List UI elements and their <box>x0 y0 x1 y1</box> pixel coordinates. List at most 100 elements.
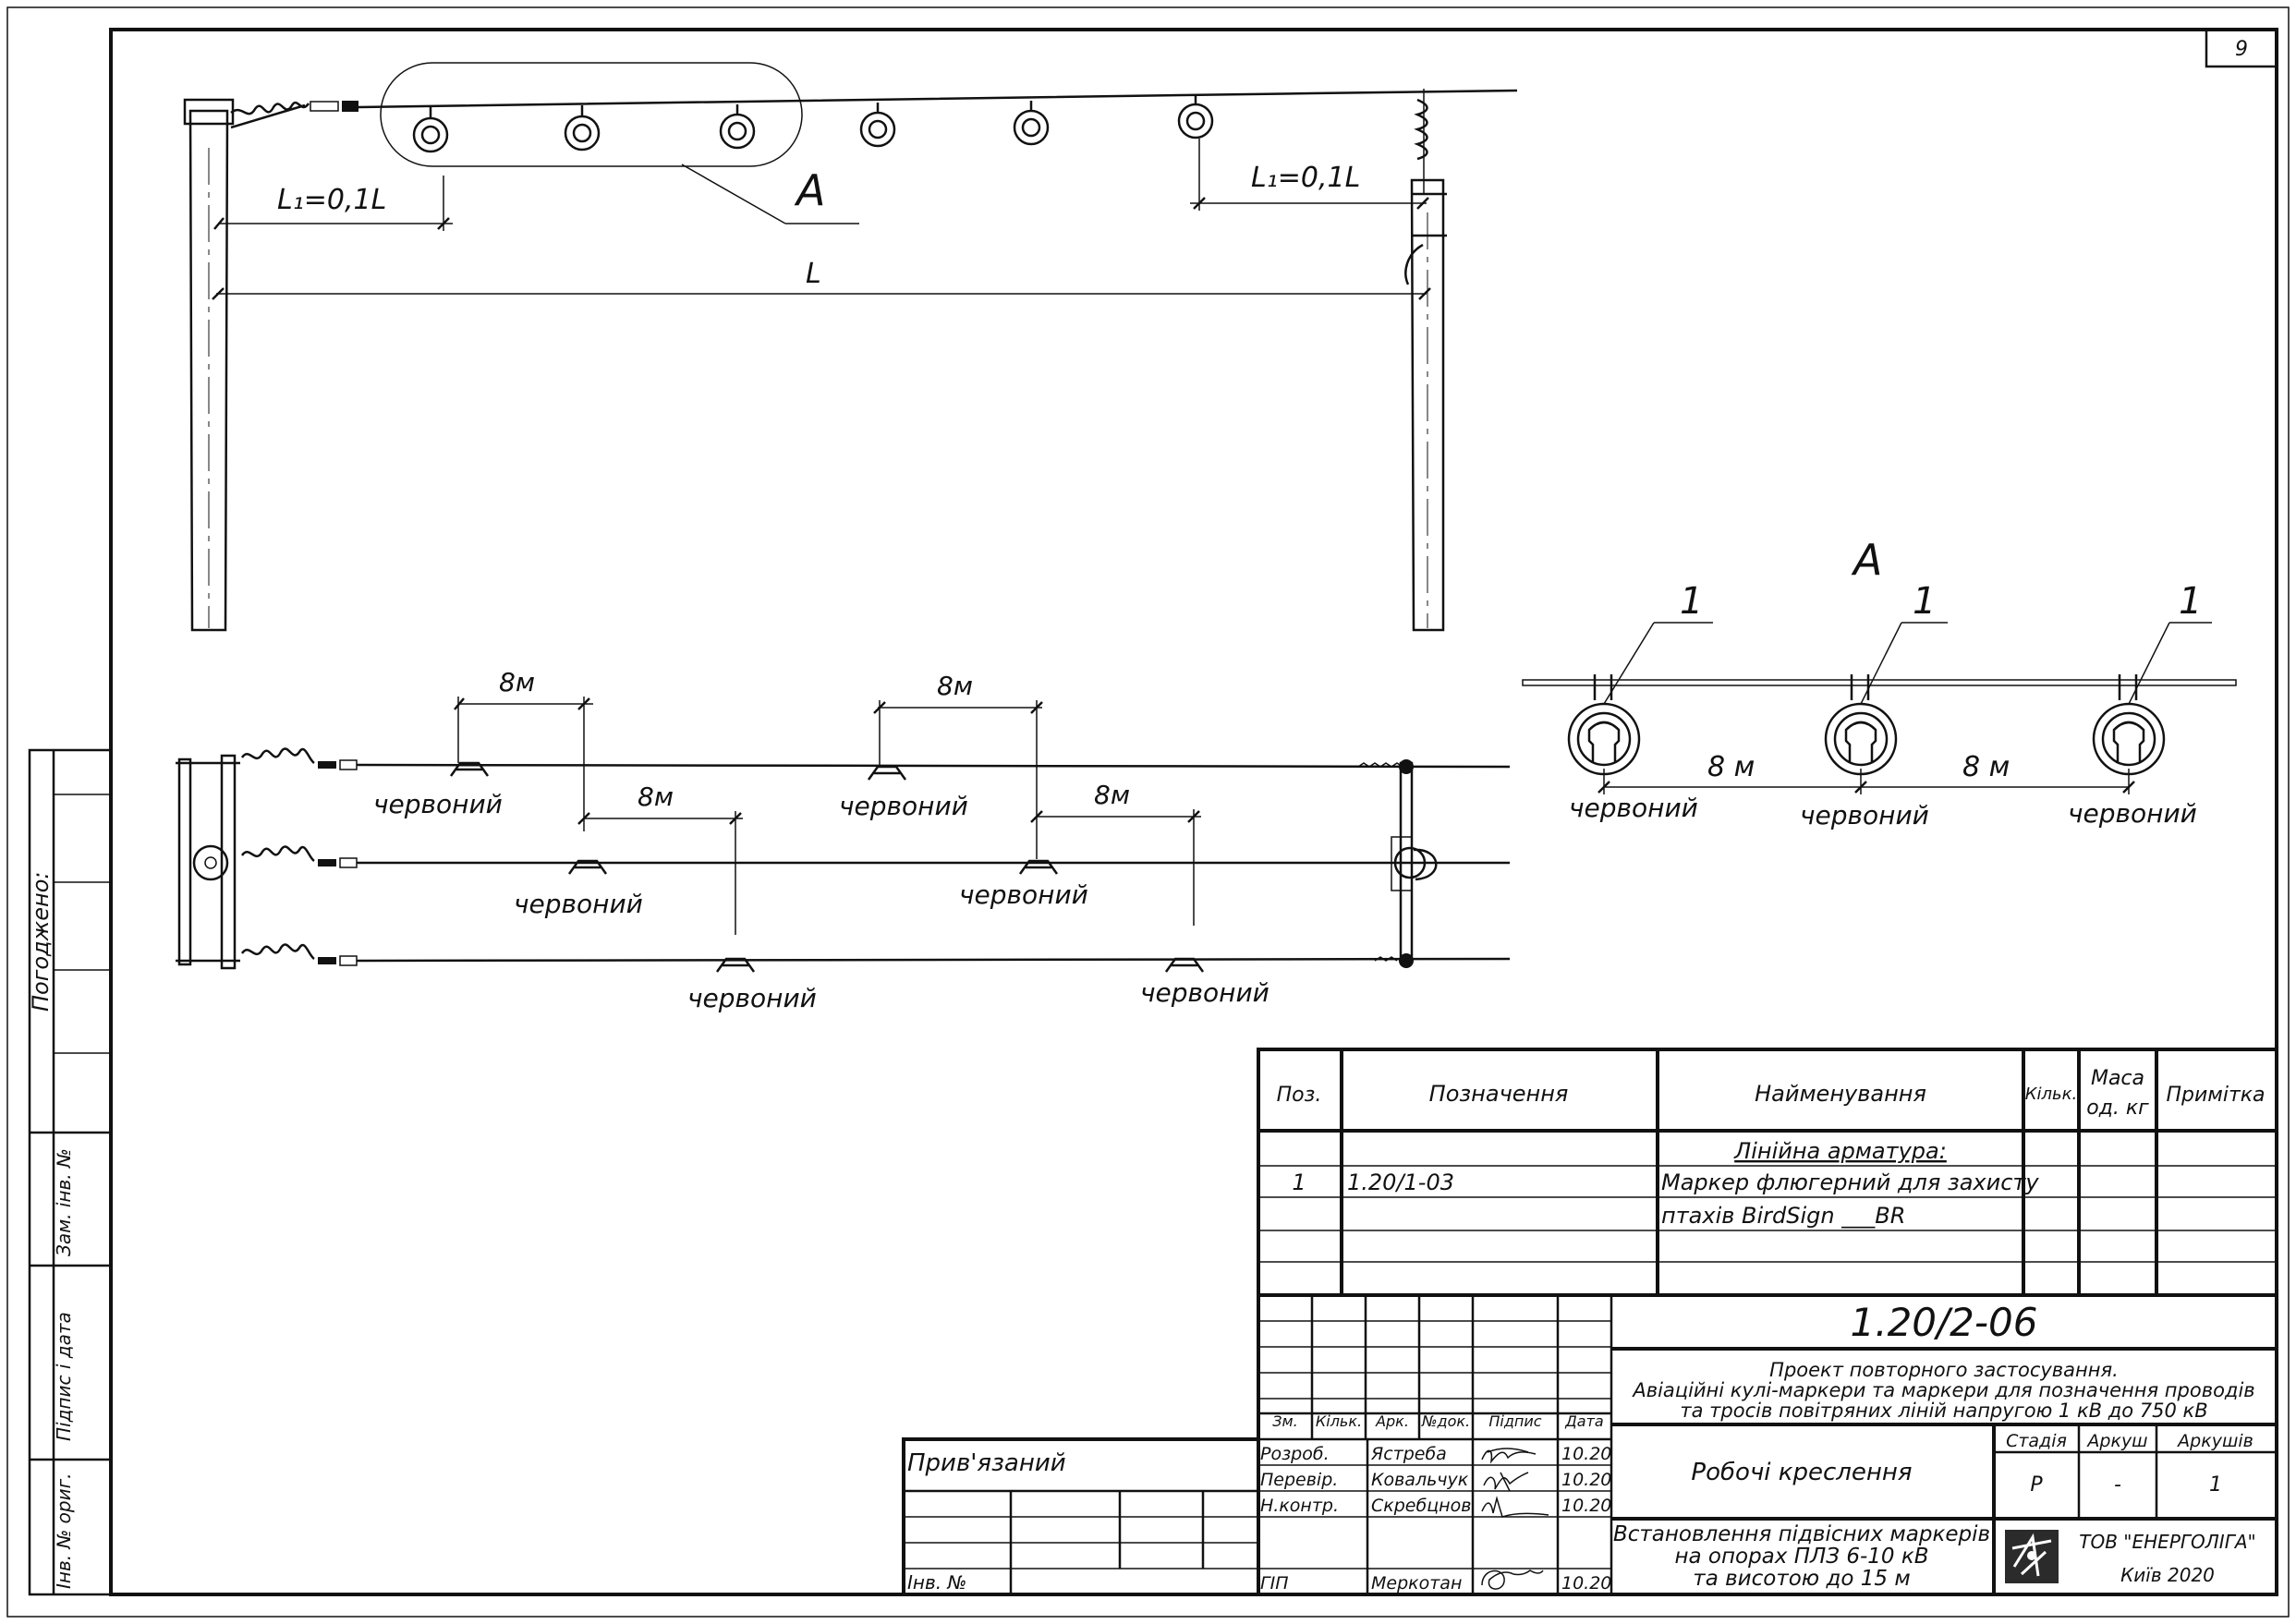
drawing-title-2: на опорах ПЛЗ 6-10 кВ <box>1674 1545 1928 1569</box>
plan-pole-section <box>192 844 229 881</box>
project-line-3: та тросів повітряних ліній напругою 1 кВ… <box>1680 1400 2207 1422</box>
pos-label: 1 <box>1680 580 1703 623</box>
agreed-label: Погоджено: <box>28 872 54 1012</box>
plan-dim-1: 8м <box>499 667 535 697</box>
left-pole <box>188 109 229 632</box>
role-label: ГІП <box>1260 1573 1288 1594</box>
color-label: червоний <box>2068 798 2197 829</box>
color-label: червоний <box>1140 977 1269 1008</box>
pos-label: 1 <box>2179 580 2202 623</box>
company-logo <box>2005 1530 2059 1583</box>
company-name: ТОВ "ЕНЕРГОЛІГА" <box>2079 1531 2255 1553</box>
color-label: червоний <box>687 983 817 1013</box>
sheets-label: Аркушів <box>2176 1431 2253 1451</box>
title-block: Прив'язаний Інв. № Зм. Кільк. Арк. №док.… <box>902 1293 2278 1596</box>
sheet-label: Аркуш <box>2085 1431 2147 1451</box>
color-label: червоний <box>839 791 968 821</box>
person-name: Меркотан <box>1371 1573 1462 1594</box>
signature-mark <box>1481 1569 1544 1590</box>
role-label: Н.контр. <box>1260 1496 1339 1516</box>
detail-a: A 1 1 1 <box>1522 535 2237 830</box>
callout-a-label: A <box>794 165 825 215</box>
sheet-value: - <box>2114 1473 2121 1497</box>
sign-date: 10.20 <box>1561 1573 1611 1594</box>
plan-dim-3: 8м <box>638 782 674 812</box>
marker <box>449 761 490 777</box>
marker <box>1018 859 1059 875</box>
left-crossarm-plan <box>177 757 192 966</box>
spec-header-designation: Позначення <box>1429 1081 1569 1107</box>
sign-date: 10.20 <box>1561 1470 1611 1490</box>
right-pin-insulator <box>1414 98 1428 161</box>
span-label: L <box>806 258 821 290</box>
outer-border <box>6 6 2290 1618</box>
marker <box>715 957 756 973</box>
col-header: Підпис <box>1488 1412 1541 1430</box>
drawing-code: 1.20/2-06 <box>1851 1300 2038 1345</box>
inv-no-label: Інв. № <box>907 1571 966 1594</box>
col-header: Зм. <box>1272 1412 1297 1430</box>
right-pole <box>1410 178 1445 632</box>
marker <box>867 765 907 781</box>
marker <box>412 107 449 153</box>
spec-header-qty: Кільк. <box>2025 1085 2078 1104</box>
spec-table: Поз. Позначення Найменування Кільк. Маса… <box>1257 1048 2278 1297</box>
color-label: червоний <box>959 879 1088 910</box>
spec-section: Лінійна арматура: <box>1733 1138 1947 1164</box>
sign-date: 10.20 <box>1561 1444 1611 1464</box>
pos-label: 1 <box>1913 580 1936 623</box>
drawing-title-3: та висотою до 15 м <box>1693 1567 1910 1591</box>
stage-label: Стадія <box>2006 1431 2067 1451</box>
callout-outline <box>380 62 803 167</box>
detail-wire <box>1522 679 2237 686</box>
spec-header-note: Примітка <box>2166 1084 2265 1107</box>
col-header: №док. <box>1421 1412 1470 1430</box>
bound-label: Прив'язаний <box>907 1449 1066 1477</box>
sign-date: 10.20 <box>1561 1496 1611 1516</box>
conductor-c <box>356 957 1511 963</box>
marker <box>564 105 601 151</box>
person-name: Ястреба <box>1370 1444 1447 1464</box>
plan-view: 8м 8м 8м 8м червоний червоний червоний ч… <box>176 667 1511 1013</box>
sheets-value: 1 <box>2209 1473 2222 1497</box>
drawing-title-1: Встановлення підвісних маркерів <box>1613 1522 1990 1546</box>
marker <box>567 859 608 875</box>
span-markers <box>412 96 1214 153</box>
stage-value: Р <box>2030 1473 2043 1497</box>
color-label: червоний <box>1800 800 1929 830</box>
plan-dim-2: 8м <box>937 671 973 701</box>
signature-mark <box>1483 1472 1529 1492</box>
plan-dim-4: 8м <box>1094 780 1130 810</box>
marker <box>1013 101 1050 146</box>
stage-doc: Робочі креслення <box>1691 1459 1912 1486</box>
page-number: 9 <box>2235 38 2248 61</box>
detail-dim-2: 8 м <box>1962 751 2010 783</box>
conductor-a <box>356 763 1511 769</box>
role-label: Перевір. <box>1260 1470 1338 1490</box>
l1-left-label: L₁=0,1L <box>277 184 386 216</box>
spec-header-mass-top: Маса <box>2091 1067 2144 1090</box>
city-year: Київ 2020 <box>2120 1564 2215 1586</box>
signature-mark <box>1481 1496 1549 1518</box>
replaced-inv-label: Зам. інв. № <box>53 1148 75 1256</box>
detail-dim-1: 8 м <box>1707 751 1755 783</box>
conductor-line <box>358 89 1518 109</box>
signature-mark <box>1481 1448 1537 1464</box>
spec-row-name2: птахів BirdSign ___BR <box>1661 1203 1905 1229</box>
project-line-1: Проект повторного застосування. <box>1769 1359 2119 1381</box>
spec-header-mass-bottom: од. кг <box>2086 1097 2149 1120</box>
l1-right-label: L₁=0,1L <box>1251 162 1360 194</box>
side-stamp: Погоджено: Зам. інв. № Підпис і дата Інв… <box>28 748 113 1596</box>
detail-marker <box>1567 674 1641 776</box>
left-strain-insulator <box>230 101 310 115</box>
detail-marker <box>1824 674 1898 776</box>
marker <box>1164 957 1205 973</box>
spec-row-designation: 1.20/1-03 <box>1347 1170 1454 1195</box>
page-number-box <box>2205 28 2278 68</box>
person-name: Скребцнов <box>1371 1496 1471 1516</box>
orig-inv-label: Інв. № ориг. <box>53 1473 75 1589</box>
person-name: Ковальчук <box>1371 1470 1469 1490</box>
detail-marker <box>2092 674 2166 776</box>
right-clamp <box>1404 243 1424 285</box>
spec-header-name: Найменування <box>1755 1081 1926 1107</box>
